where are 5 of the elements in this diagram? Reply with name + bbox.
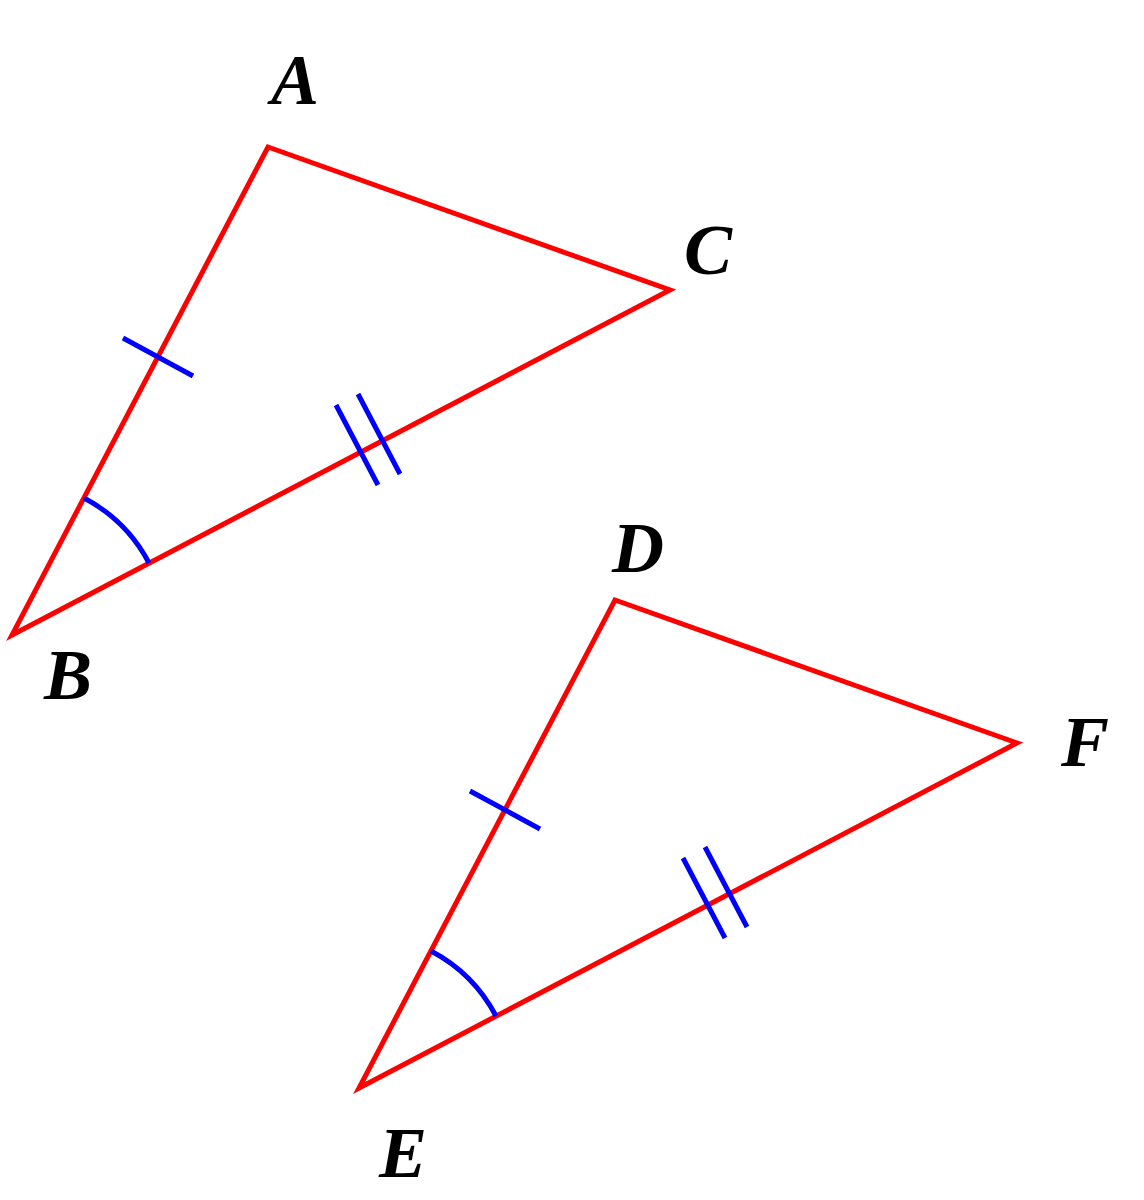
vertex-label: C bbox=[684, 214, 732, 286]
vertex-label: D bbox=[612, 512, 664, 584]
vertex-label: B bbox=[44, 639, 92, 711]
vertex-label: F bbox=[1061, 706, 1109, 778]
vertex-label: E bbox=[379, 1117, 427, 1189]
